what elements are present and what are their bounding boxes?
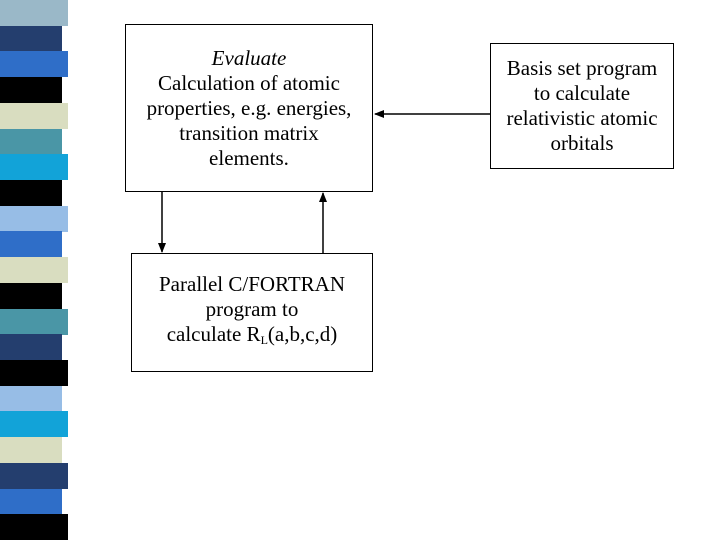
parallel-program-box: Parallel C/FORTRAN program to calculate … xyxy=(131,253,373,372)
basis-line: orbitals xyxy=(550,131,614,155)
stripe-cell xyxy=(0,308,68,335)
stripe-cell xyxy=(0,205,68,232)
stripe-cell xyxy=(0,385,62,412)
stripe-cell xyxy=(0,128,62,155)
stripe-cell xyxy=(0,231,62,258)
stripe-cell xyxy=(0,180,62,206)
stripe-cell xyxy=(0,488,62,515)
parallel-line-formula: calculate RL(a,b,c,d) xyxy=(167,322,338,353)
evaluate-box: Evaluate Calculation of atomic propertie… xyxy=(125,24,373,192)
stripe-cell xyxy=(0,102,68,129)
evaluate-line: transition matrix xyxy=(179,120,319,145)
stripe-cell xyxy=(0,282,62,309)
evaluate-line: elements. xyxy=(209,145,289,170)
stripe-cell xyxy=(0,334,62,361)
formula-subscript: L xyxy=(260,333,268,347)
stripe-cell xyxy=(0,514,68,540)
evaluate-line: properties, e.g. energies, xyxy=(146,95,352,120)
evaluate-title: Evaluate xyxy=(211,45,287,70)
basis-line: relativistic atomic xyxy=(506,106,658,130)
parallel-line: program to xyxy=(205,297,299,321)
evaluate-line: Calculation of atomic xyxy=(158,70,340,95)
basis-set-box: Basis set program to calculate relativis… xyxy=(490,43,674,169)
stripe-cell xyxy=(0,411,68,438)
basis-line: to calculate xyxy=(533,81,631,105)
basis-line: Basis set program xyxy=(506,56,658,80)
stripe-cell xyxy=(0,0,68,26)
stripe-cell xyxy=(0,77,62,104)
formula-prefix: calculate R xyxy=(166,322,261,346)
stripe-cell xyxy=(0,51,68,78)
formula-suffix: (a,b,c,d) xyxy=(267,322,338,346)
parallel-line: Parallel C/FORTRAN xyxy=(159,272,345,296)
stripe-cell xyxy=(0,257,68,284)
stripe-cell xyxy=(0,437,62,464)
decorative-stripe xyxy=(0,0,72,540)
stripe-cell xyxy=(0,360,68,386)
stripe-cell xyxy=(0,154,68,181)
stripe-cell xyxy=(0,462,68,489)
stripe-cell xyxy=(0,25,62,52)
